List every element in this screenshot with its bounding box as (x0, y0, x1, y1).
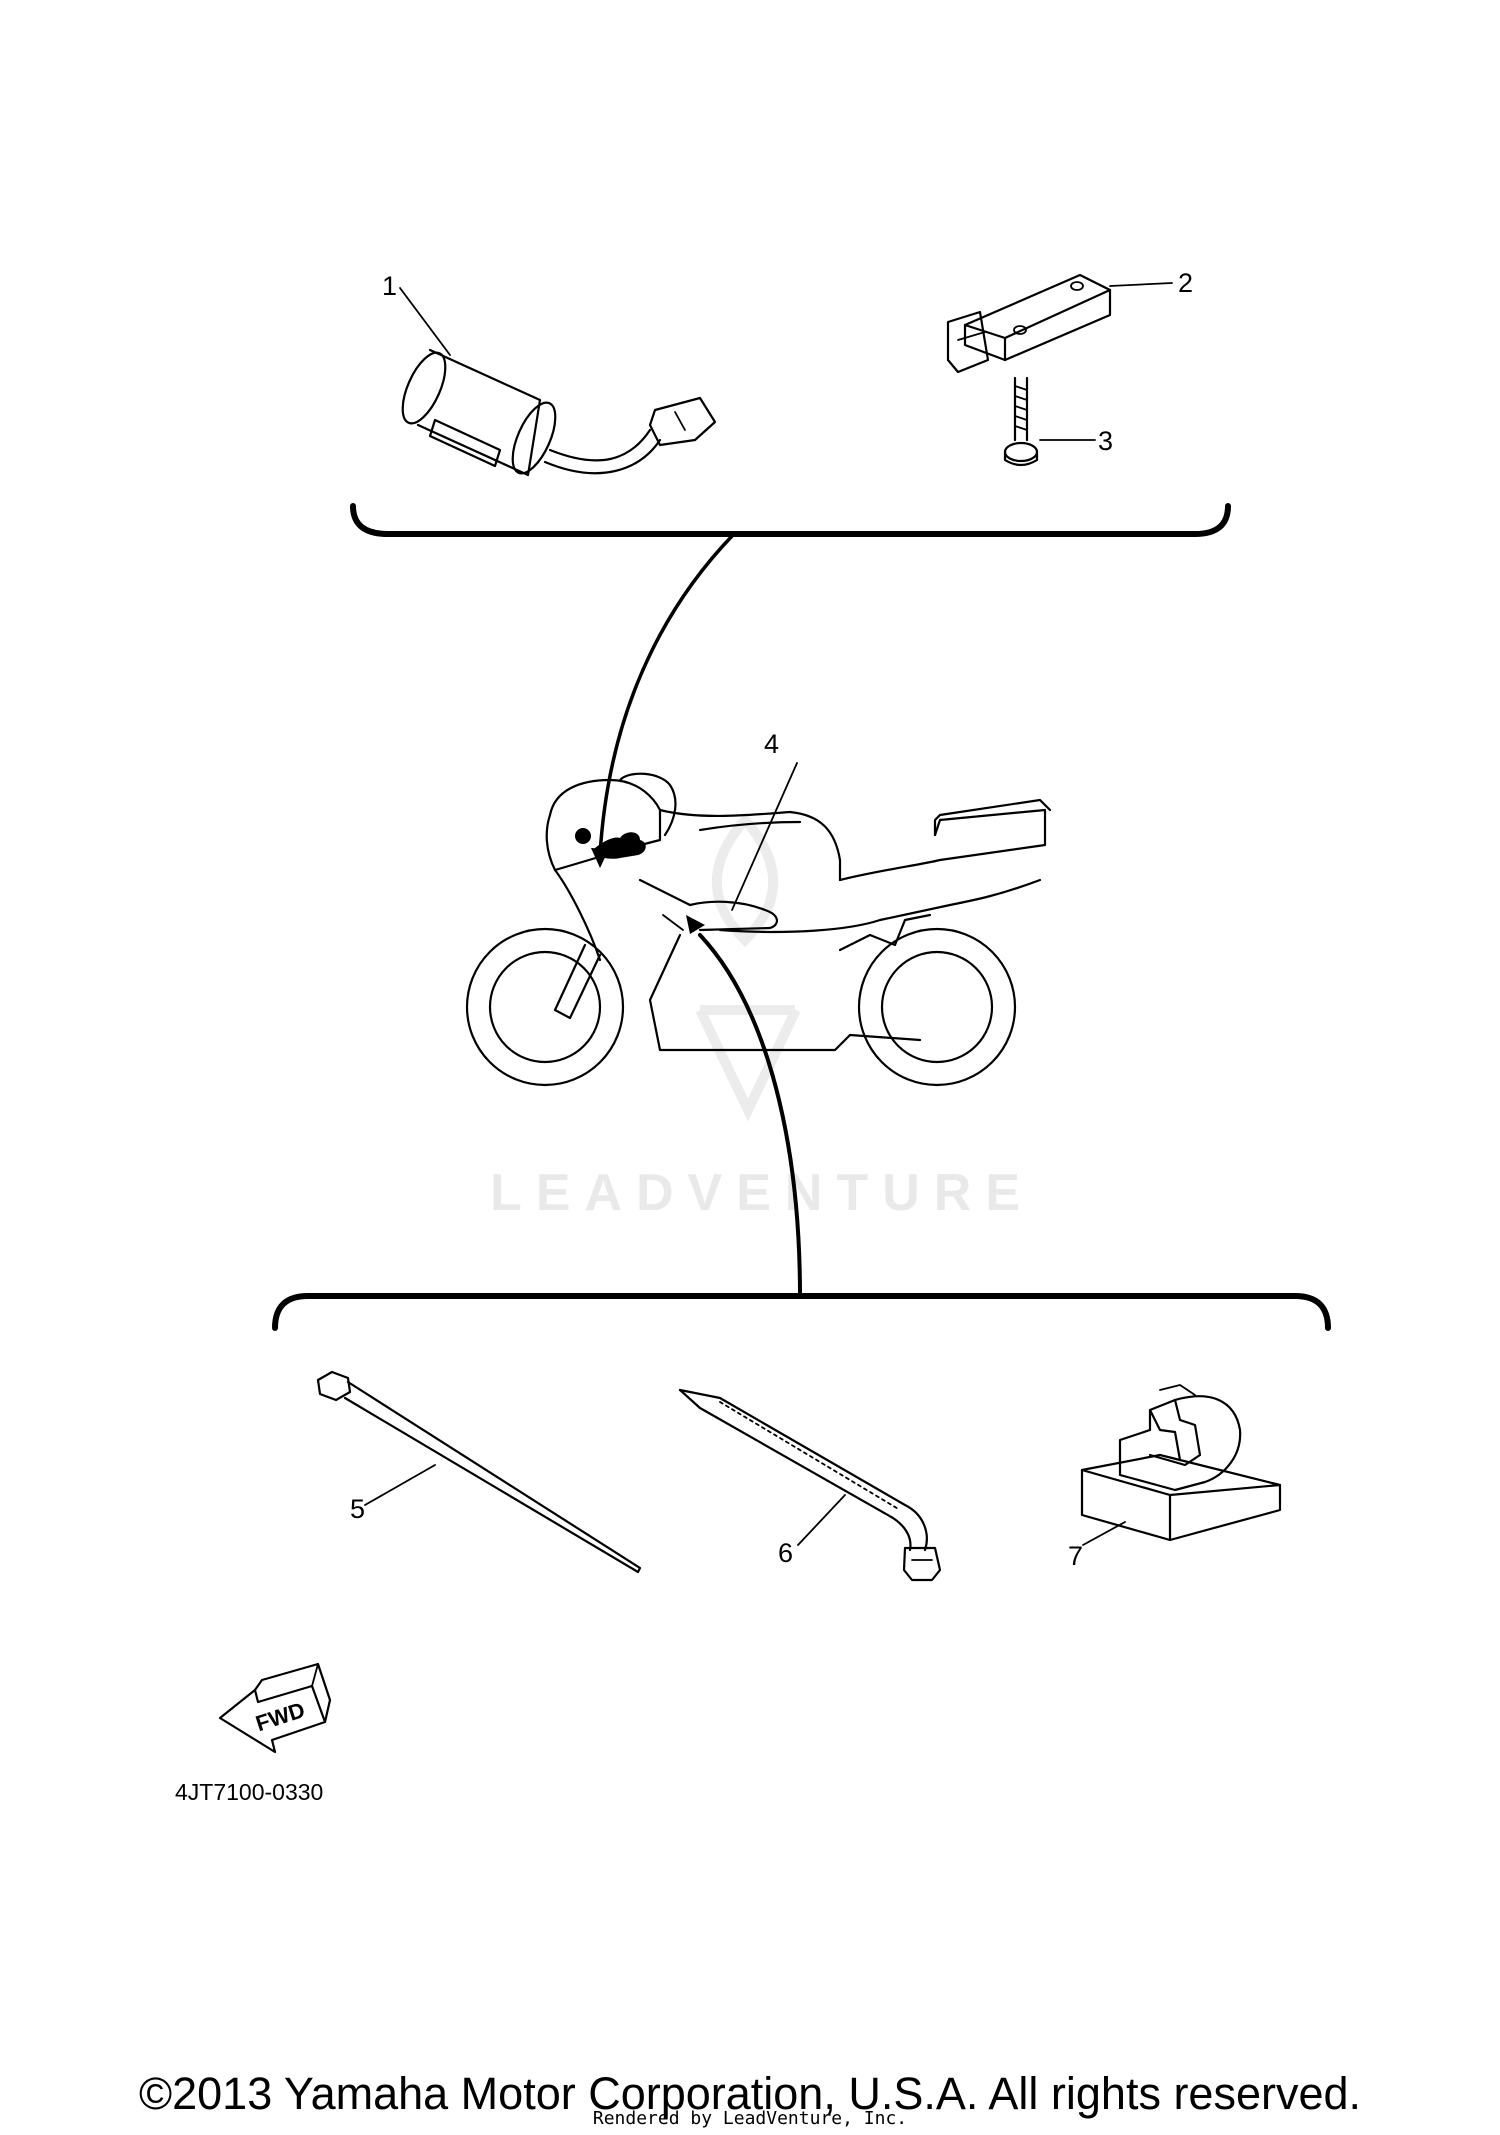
callout-part-5: 5 (350, 1494, 365, 1524)
leader-part-5 (364, 1464, 436, 1506)
callout-part-7: 7 (1068, 1541, 1083, 1571)
lower-arrowhead-icon (686, 915, 705, 934)
callout-part-2: 2 (1178, 268, 1193, 298)
upper-group-bracket (350, 503, 1231, 537)
leader-part-2 (1109, 282, 1173, 287)
lower-leader-curve (698, 933, 802, 1298)
callout-part-4: 4 (764, 729, 779, 759)
motorcycle-outline (465, 772, 1052, 1087)
part-5-cable-tie-icon (316, 1370, 642, 1574)
leader-part-4 (731, 762, 798, 911)
leader-part-7 (1082, 1521, 1126, 1546)
mount-mark (662, 914, 684, 931)
rendered-by-notice: Rendered by LeadVenture, Inc. (592, 2108, 908, 2129)
watermark-text: LEADVENTURE (490, 1164, 1034, 1222)
watermark-logo-icon (695, 812, 801, 1122)
watermark: LEADVENTURE (490, 812, 1034, 1222)
callout-part-3: 3 (1098, 426, 1113, 456)
upper-leader-curve (598, 533, 735, 857)
leader-part-1 (399, 287, 451, 356)
callout-part-1: 1 (382, 271, 397, 301)
copyright-notice: ©2013 Yamaha Motor Corporation, U.S.A. A… (138, 2068, 1362, 2119)
part-code: 4JT7100-0330 (175, 1779, 323, 1805)
part-3-screw-icon (1003, 376, 1039, 467)
fwd-arrow-icon: FWD (218, 1662, 332, 1754)
part-7-clamp-icon (1080, 1384, 1282, 1542)
part-1-condenser-icon (401, 348, 717, 477)
lower-group-bracket (272, 1293, 1331, 1331)
part-2-relay-icon (946, 273, 1112, 374)
leader-part-6 (797, 1494, 846, 1546)
part-6-cable-tie-icon (678, 1388, 942, 1582)
callout-part-6: 6 (778, 1538, 793, 1568)
